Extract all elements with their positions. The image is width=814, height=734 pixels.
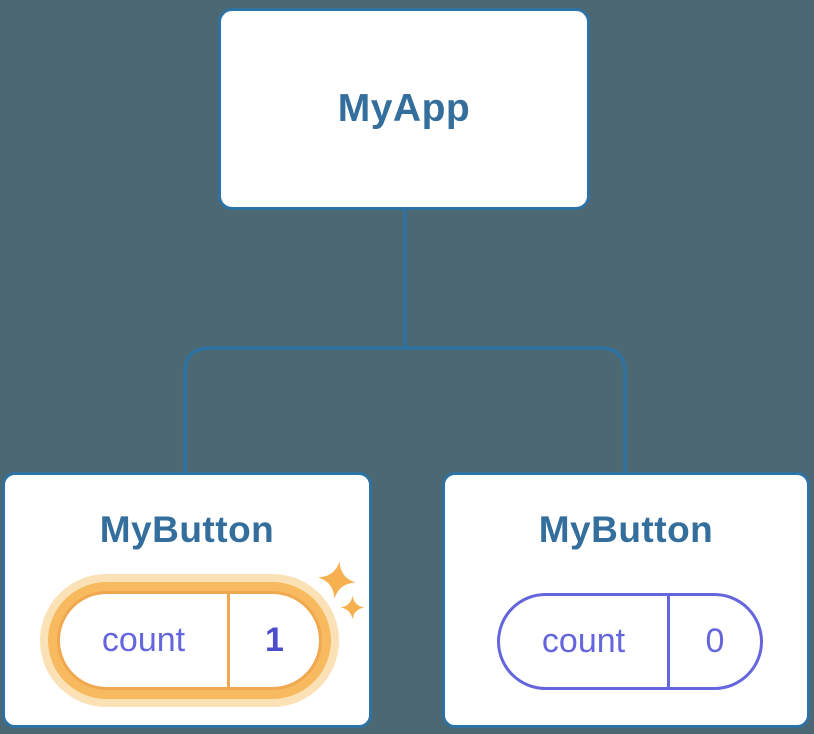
state-pill-highlighted: count 1 [57,591,322,690]
node-myapp-title: MyApp [337,87,471,130]
state-key: count [101,621,186,659]
state-value: 0 [667,596,760,687]
sparkle-icon-large [318,561,356,599]
node-mybutton-2-title: MyButton [538,509,714,550]
node-myapp: MyApp [218,8,590,210]
sparkle-icon-small [340,595,365,620]
state-value: 1 [227,594,319,687]
state-key: count [541,622,626,660]
node-mybutton-1: MyButton count 1 [2,472,372,728]
node-mybutton-1-title: MyButton [99,509,275,550]
node-mybutton-2: MyButton count 0 [442,472,810,728]
connector-bracket [183,346,627,473]
state-pill: count 0 [497,593,763,690]
